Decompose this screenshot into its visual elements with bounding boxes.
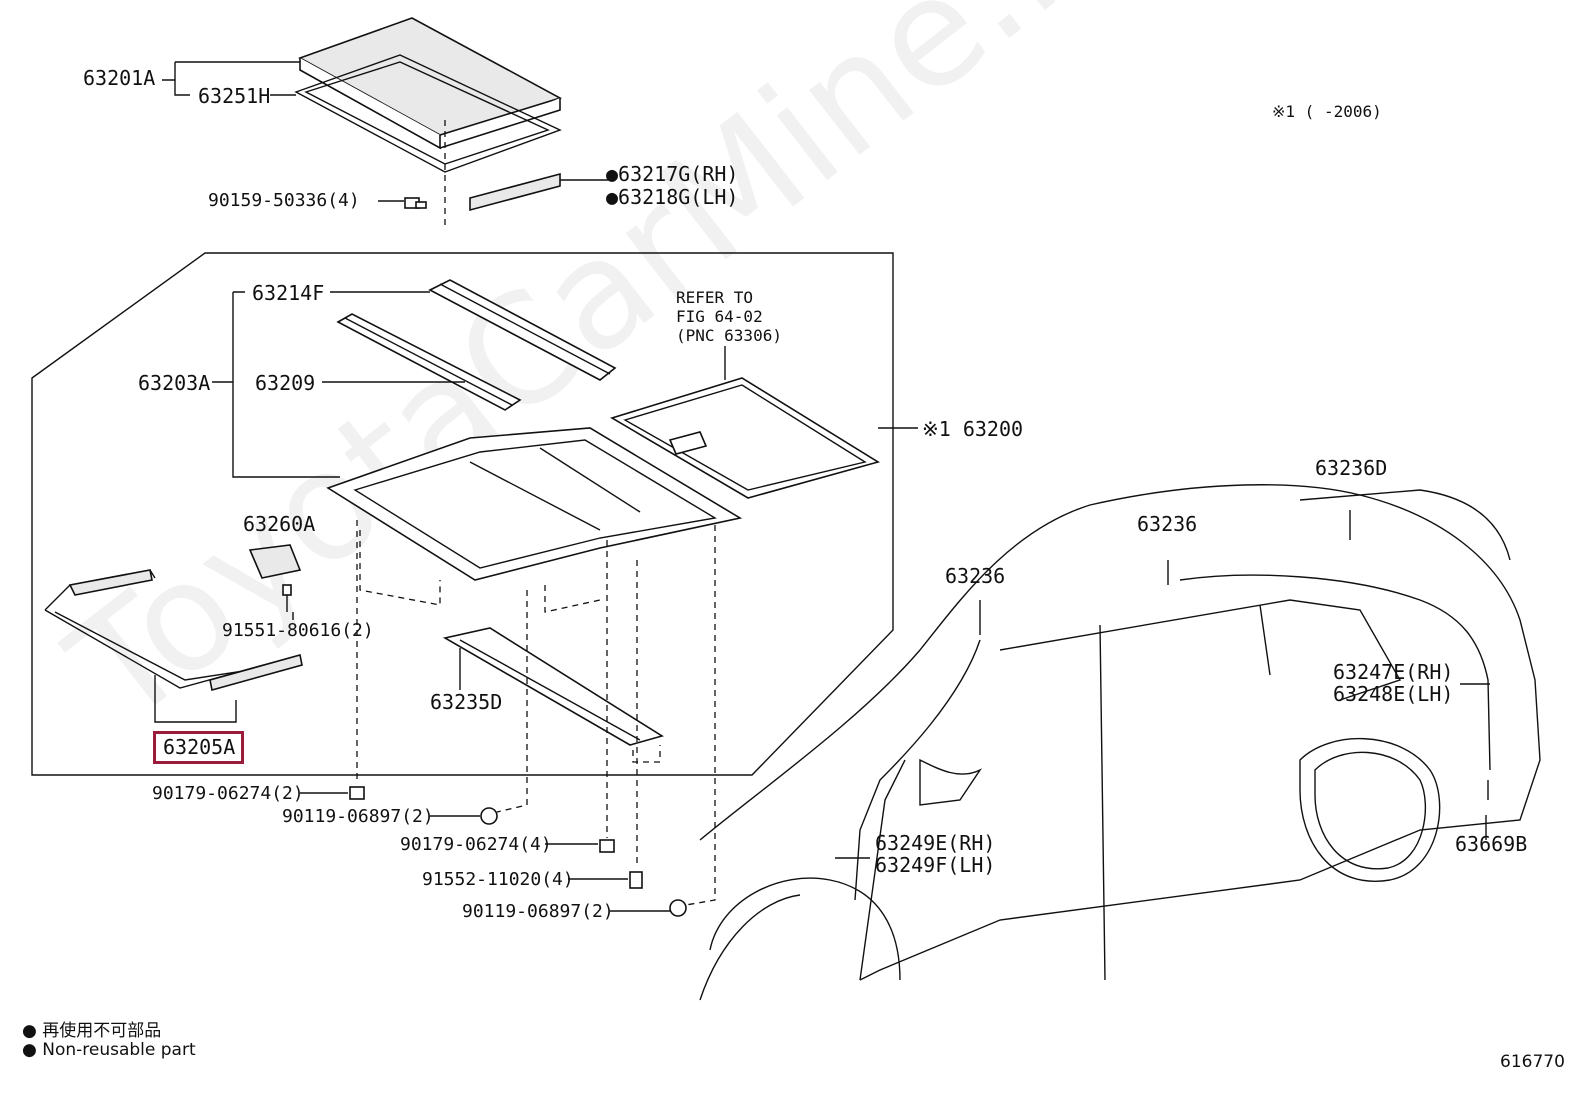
sunshade-panel-part [610,377,880,499]
label-63236D[interactable]: 63236D [1315,456,1388,480]
label-90179-06274-a[interactable]: 90179-06274(2) [152,783,304,804]
label-63251H[interactable]: 63251H [198,84,271,108]
deflector-part [469,172,561,212]
grommet-fastener-a [480,807,498,825]
label-90119-06897-a[interactable]: 90119-06897(2) [282,806,434,827]
label-63249F[interactable]: 63249F(LH) [875,853,996,877]
grommet-fastener-b [669,899,687,917]
clip-fastener [349,786,365,800]
legend-english: ● Non-reusable part [22,1040,196,1060]
assembly-boundary [31,252,894,776]
legend-japanese: ● 再使用不可部品 [22,1021,162,1041]
label-91551-80616[interactable]: 91551-80616(2) [222,620,374,641]
label-90159-50336[interactable]: 90159-50336(4) [208,190,360,211]
sunroof-frame-part [326,427,743,606]
motor-part [248,544,302,612]
label-63260A[interactable]: 63260A [243,512,316,536]
label-63218G[interactable]: ●63218G(LH) [606,185,739,209]
refer-line-3: (PNC 63306) [676,326,782,345]
weatherstrip-part [294,54,562,225]
label-63235D[interactable]: 63235D [430,690,503,714]
figure-number: 616770 [1500,1052,1565,1072]
housing-part [442,627,664,763]
label-90119-06897-b[interactable]: 90119-06897(2) [462,901,614,922]
label-63214F[interactable]: 63214F [252,281,325,305]
label-63217G[interactable]: ●63217G(RH) [606,162,739,186]
clip-fastener-b [599,839,615,853]
sunroof-glass-part [298,17,563,150]
label-90179-06274-b[interactable]: 90179-06274(4) [400,834,552,855]
label-63249E[interactable]: 63249E(RH) [875,831,996,855]
refer-line-2: FIG 64-02 [676,307,763,326]
front-rail-part [428,279,617,381]
label-63248E[interactable]: 63248E(LH) [1333,682,1454,706]
label-63209[interactable]: 63209 [255,371,316,395]
applicability-note: ※1 ( -2006) [1272,102,1382,121]
label-63247E[interactable]: 63247E(RH) [1333,660,1454,684]
label-63201A[interactable]: 63201A [83,66,156,90]
refer-line-1: REFER TO [676,288,754,307]
highlight-box-63205A [153,731,244,764]
label-63205A[interactable]: 63205A [163,735,236,759]
drive-cable-part [44,569,303,723]
label-91552-11020[interactable]: 91552-11020(4) [422,869,574,890]
label-63236-left[interactable]: 63236 [945,564,1006,588]
label-63200[interactable]: ※1 63200 [922,417,1024,441]
label-63203A[interactable]: 63203A [138,371,211,395]
screw-part [404,197,427,209]
label-63669B[interactable]: 63669B [1455,832,1528,856]
bolt-fastener [629,871,643,889]
sunshade-rail-part [336,313,522,411]
label-63236-right[interactable]: 63236 [1137,512,1198,536]
car-body-outline [699,484,1541,1001]
